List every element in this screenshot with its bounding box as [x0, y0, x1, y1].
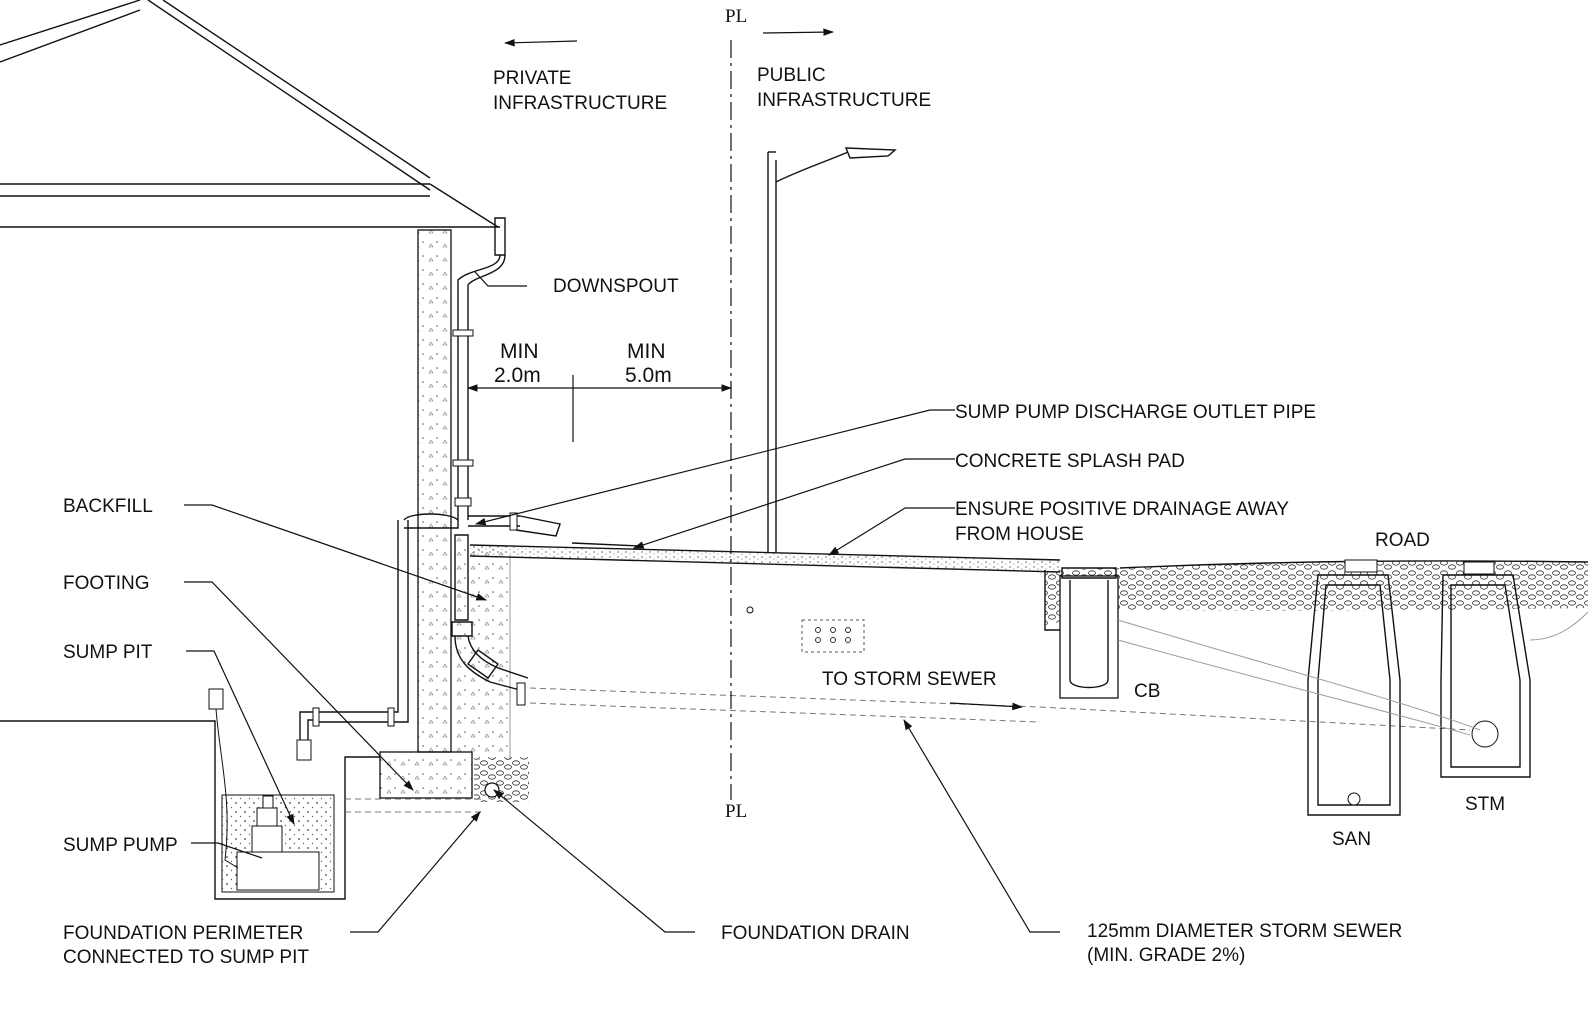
sump-pump-base	[236, 851, 320, 891]
perimeter-label-line1: FOUNDATION PERIMETER	[63, 923, 303, 944]
sump-discharge-label: SUMP PUMP DISCHARGE OUTLET PIPE	[955, 402, 1316, 423]
cb-label: CB	[1134, 681, 1160, 702]
footing-leader	[184, 581, 414, 791]
downspout-leader	[474, 271, 527, 287]
drain-gravel	[474, 757, 529, 802]
light-head	[844, 147, 897, 159]
private-arrow	[503, 38, 578, 47]
sump-discharge-leader	[474, 409, 955, 526]
foundation-wall	[417, 229, 452, 753]
perimeter-leader	[350, 811, 481, 933]
property-line-symbol-top: PL	[725, 6, 747, 27]
perimeter-label-line2: CONNECTED TO SUMP PIT	[63, 947, 309, 968]
light-arm	[775, 151, 849, 183]
drainage-label-line2: FROM HOUSE	[955, 524, 1084, 545]
private-label-line1: PRIVATE	[493, 68, 571, 89]
fascia	[429, 183, 499, 228]
basement-floor-outline	[0, 720, 380, 900]
road-section	[1044, 559, 1588, 816]
sump-pit-label: SUMP PIT	[63, 642, 153, 663]
backfill-label: BACKFILL	[63, 496, 153, 517]
downspout-label: DOWNSPOUT	[553, 276, 679, 297]
downspout-elbow	[515, 515, 561, 537]
property-line-symbol-bottom: PL	[725, 801, 747, 822]
downspout-pipe	[457, 254, 506, 520]
downspout-assembly	[452, 254, 561, 537]
stm-label: STM	[1465, 794, 1505, 815]
foundation-drain-label: FOUNDATION DRAIN	[721, 923, 910, 944]
power-cord	[215, 708, 239, 869]
public-arrow	[762, 28, 835, 36]
backfill-leader	[184, 504, 488, 601]
storm-sewer-label-line2: (MIN. GRADE 2%)	[1087, 945, 1245, 966]
ground-surface	[469, 542, 1061, 653]
sump-pump-label: SUMP PUMP	[63, 835, 178, 856]
footing-label: FOOTING	[63, 573, 150, 594]
outlet-box	[208, 688, 224, 710]
sanitary-manhole	[1307, 574, 1401, 816]
storm-sewer-leader	[903, 719, 1060, 933]
street-light	[767, 147, 897, 552]
dim-min-a-value: 2.0m	[494, 364, 541, 387]
storm-bend	[454, 635, 499, 683]
storm-manhole	[1440, 574, 1531, 778]
splash-pad-label: CONCRETE SPLASH PAD	[955, 451, 1185, 472]
discharge-pipe-interior	[318, 520, 409, 723]
public-label-line2: INFRASTRUCTURE	[757, 90, 931, 111]
splash-pad-leader	[632, 458, 955, 549]
storm-sewer-label-line1: 125mm DIAMETER STORM SEWER	[1087, 921, 1402, 942]
dim-min-a-label: MIN	[500, 340, 539, 363]
house	[0, 0, 506, 900]
dim-min-b-value: 5.0m	[625, 364, 672, 387]
drainage-leader	[828, 507, 955, 556]
roof-slope-right	[147, 0, 431, 191]
catch-basin	[1059, 575, 1119, 699]
private-label-line2: INFRASTRUCTURE	[493, 93, 667, 114]
drainage-label-line1: ENSURE POSITIVE DRAINAGE AWAY	[955, 499, 1289, 520]
public-label-line1: PUBLIC	[757, 65, 826, 86]
sump-pump-leader	[191, 842, 263, 859]
storm-sewer-pipe	[529, 687, 1471, 731]
leader-lines	[184, 271, 1060, 933]
foundation-drain-pipe	[484, 782, 500, 798]
light-pole	[767, 152, 777, 552]
to-storm-sewer-label: TO STORM SEWER	[822, 669, 997, 690]
perimeter-drain-pipe	[345, 798, 485, 813]
dimension-lines	[466, 375, 733, 442]
sump-pit-leader	[186, 650, 295, 825]
roof-slope-left	[0, 0, 141, 63]
backfill-zone	[451, 534, 529, 802]
foundation-drain-leader	[493, 789, 695, 933]
dim-min-b-label: MIN	[627, 340, 666, 363]
storm-riser	[454, 534, 469, 621]
footing-block	[379, 751, 473, 799]
splash-pad	[571, 542, 641, 547]
to-storm-sewer-arrow	[949, 702, 1024, 711]
gutter	[494, 217, 506, 256]
road-label: ROAD	[1375, 530, 1430, 551]
san-label: SAN	[1332, 829, 1371, 850]
